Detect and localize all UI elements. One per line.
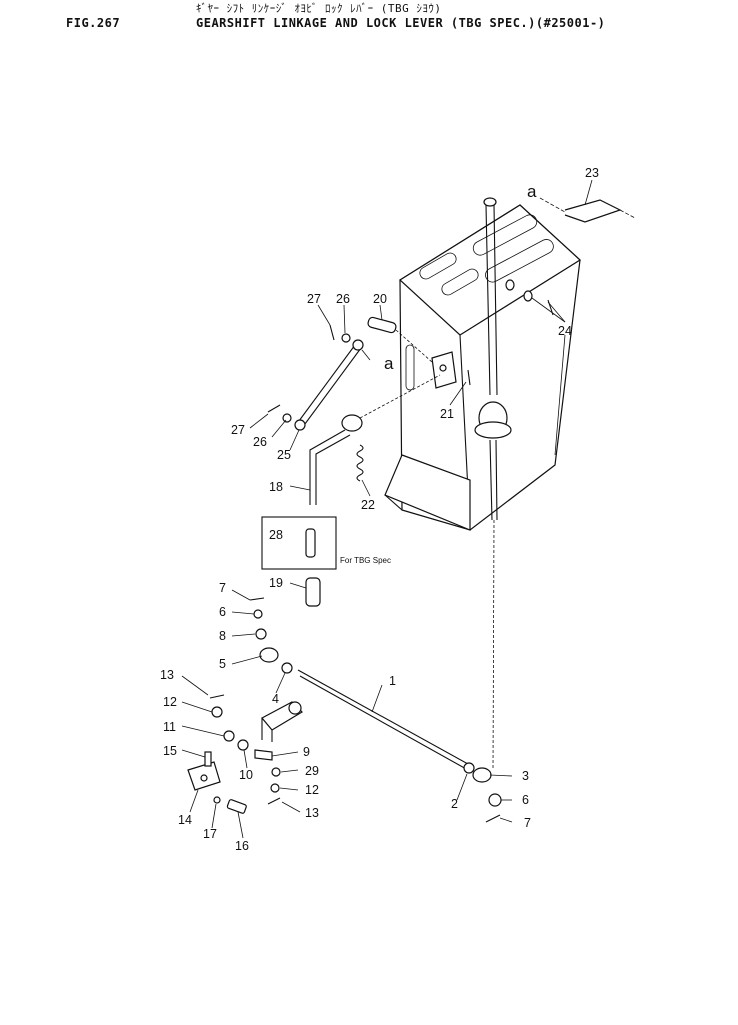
part-15-pin: [204, 751, 212, 767]
part-22-spring: [356, 444, 364, 482]
callout-6-right: 6: [522, 793, 529, 807]
callout-15: 15: [163, 744, 177, 758]
callout-12-left: 12: [163, 695, 177, 709]
figure-number: FIG.267: [66, 16, 121, 30]
callout-19: 19: [269, 576, 283, 590]
part-5-rod-end: [259, 647, 279, 663]
part-16-bolt: [226, 799, 247, 814]
part-4-nut: [281, 662, 293, 674]
callout-17: 17: [203, 827, 217, 841]
part-10-nut: [237, 739, 249, 751]
callout-14: 14: [178, 813, 192, 827]
callout-27-lower: 27: [231, 423, 245, 437]
callout-4: 4: [272, 692, 279, 706]
callout-22: 22: [361, 498, 375, 512]
part-18-lock-lever: [309, 374, 441, 505]
part-9-rod-end: [254, 749, 273, 761]
part-8-nut: [255, 628, 267, 640]
part-7-pin-left: [249, 597, 265, 601]
callout-28: 28: [269, 528, 283, 542]
part-29-washer: [271, 767, 281, 777]
callout-26-lower: 26: [253, 435, 267, 449]
part-23-lock-bar: [539, 197, 636, 223]
part-19-knob: [305, 577, 321, 607]
callout-24: 24: [558, 324, 572, 338]
part-3-rod-end: [472, 767, 492, 783]
part-1-shift-rod: [297, 669, 469, 771]
callout-1: 1: [389, 674, 396, 688]
callout-25: 25: [277, 448, 291, 462]
shift-console-housing: [384, 204, 581, 531]
callout-11: 11: [163, 720, 176, 734]
callout-23: 23: [585, 166, 599, 180]
diagram-title: GEARSHIFT LINKAGE AND LOCK LEVER (TBG SP…: [196, 16, 606, 30]
callout-5: 5: [219, 657, 226, 671]
callout-9: 9: [303, 745, 310, 759]
part-11-bolt: [223, 730, 235, 742]
callout-2: 2: [451, 797, 458, 811]
part-24-pins: [505, 279, 554, 316]
part-12-washer-lower: [270, 783, 280, 793]
part-bellcrank-lever: [261, 701, 303, 742]
leader-lines: [181, 179, 593, 839]
part-27-cotter-lower: [267, 404, 281, 413]
callout-10: 10: [239, 768, 253, 782]
part-7-pin-right: [485, 814, 501, 823]
part-26-washer-lower: [282, 413, 292, 423]
callout-7-left: 7: [219, 581, 226, 595]
ref-marker-a-mid: a: [384, 354, 394, 373]
part-13-pin-lower: [267, 797, 281, 805]
callout-29: 29: [305, 764, 319, 778]
inset-note: For TBG Spec: [340, 556, 391, 565]
part-2-nut: [463, 762, 475, 774]
callout-27-upper: 27: [307, 292, 321, 306]
tbg-spec-inset: [261, 516, 337, 570]
callout-20: 20: [373, 292, 387, 306]
callout-12-right: 12: [305, 783, 319, 797]
ref-marker-a-top: a: [527, 182, 537, 201]
part-21-pin: [467, 369, 471, 386]
part-26-washer-upper: [341, 333, 351, 343]
part-17-washer: [213, 796, 221, 804]
shift-lever: [474, 197, 512, 771]
callout-26-upper: 26: [336, 292, 350, 306]
callout-3: 3: [522, 769, 529, 783]
callout-7-right: 7: [524, 816, 531, 830]
callout-18: 18: [269, 480, 283, 494]
part-27-cotter-upper: [329, 324, 335, 341]
part-13-pin-upper: [209, 694, 225, 699]
part-14-bracket: [187, 761, 221, 791]
callout-13-left: 13: [160, 668, 174, 682]
callout-8: 8: [219, 629, 226, 643]
part-20-pin: [367, 316, 433, 363]
callout-21: 21: [440, 407, 454, 421]
title-japanese: ｷﾞﾔｰ ｼﾌﾄ ﾘﾝｹｰｼﾞ ｵﾖﾋﾞ ﾛｯｸ ﾚﾊﾞｰ (TBG ｼﾖｳ): [196, 2, 442, 15]
part-12-washer: [211, 706, 223, 718]
part-6-nut-right: [488, 793, 502, 807]
part-6-nut-left: [253, 609, 263, 619]
callout-13-right: 13: [305, 806, 319, 820]
callout-16: 16: [235, 839, 249, 853]
part-25-rod: [294, 339, 364, 431]
callout-labels: 1 2 3 4 5 6 6 7 7 8 9 10 11 12 12 13 13 …: [160, 166, 599, 853]
callout-6-left: 6: [219, 605, 226, 619]
